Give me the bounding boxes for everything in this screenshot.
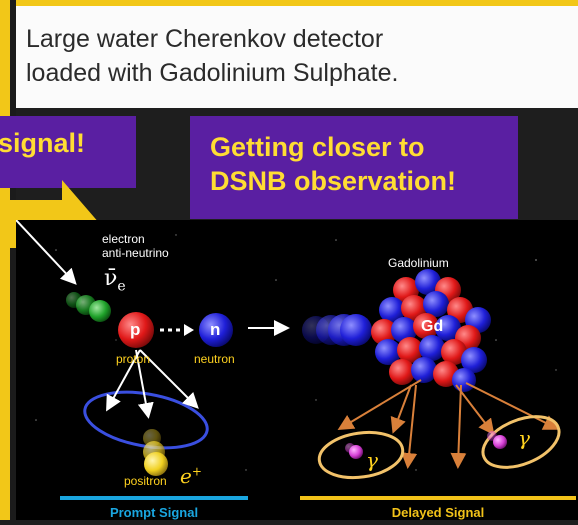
prompt-signal-bar [60,496,248,500]
proton-letter: p [130,320,141,339]
antineutrino-label: electron anti-neutrino [102,232,169,260]
gamma-right: γ [518,426,530,450]
slide-left-frame [0,0,10,520]
callout-left-text: signal! [0,128,86,158]
positron-label: positron [124,474,167,488]
photon-right [493,435,507,449]
callout-left: signal! [0,116,136,188]
cherenkov-ring [83,390,209,450]
proton-particle [118,312,154,348]
gadolinium-nucleus [371,269,491,392]
positron-symbol: e+ [180,464,202,488]
antineutrino-particle [89,300,111,322]
starfield [35,234,557,471]
callout-right: Getting closer to DSNB observation! [190,116,518,219]
physics-diagram: electron anti-neutrino ν̄e p proton n ne… [15,219,578,520]
gadolinium-label: Gadolinium [388,256,449,270]
gamma-ring-right [481,415,561,469]
proton-label: proton [116,352,151,366]
proton-to-neutron-arrow [184,324,194,336]
delayed-signal-bar [300,496,576,500]
positron-plus: + [191,464,202,479]
photon-left [349,445,363,459]
incoming-neutrino-arrow [15,219,77,285]
slide-top-frame [0,0,578,6]
antineutrino-symbol: ν̄e [104,266,126,294]
neutron-particle [199,313,233,347]
neutron-letter: n [210,320,221,339]
description-box: Large water Cherenkov detector loaded wi… [16,6,578,108]
delayed-signal-label: Delayed Signal [391,505,485,520]
prompt-signal-label: Prompt Signal [109,505,199,520]
nu-subscript: e [117,278,126,295]
nu-symbol: ν̄ [104,266,118,291]
positron-particle [144,452,168,476]
description-text: Large water Cherenkov detector loaded wi… [26,25,399,87]
gamma-ring-left [317,430,405,480]
callout-right-text: Getting closer to DSNB observation! [210,132,457,196]
physics-svg [15,219,561,480]
gamma-left: γ [366,448,378,472]
positron-e: e [180,464,192,488]
gd-symbol: Gd [421,318,444,335]
neutron-label: neutron [194,352,235,366]
slide-left-frame-inner [10,0,16,520]
